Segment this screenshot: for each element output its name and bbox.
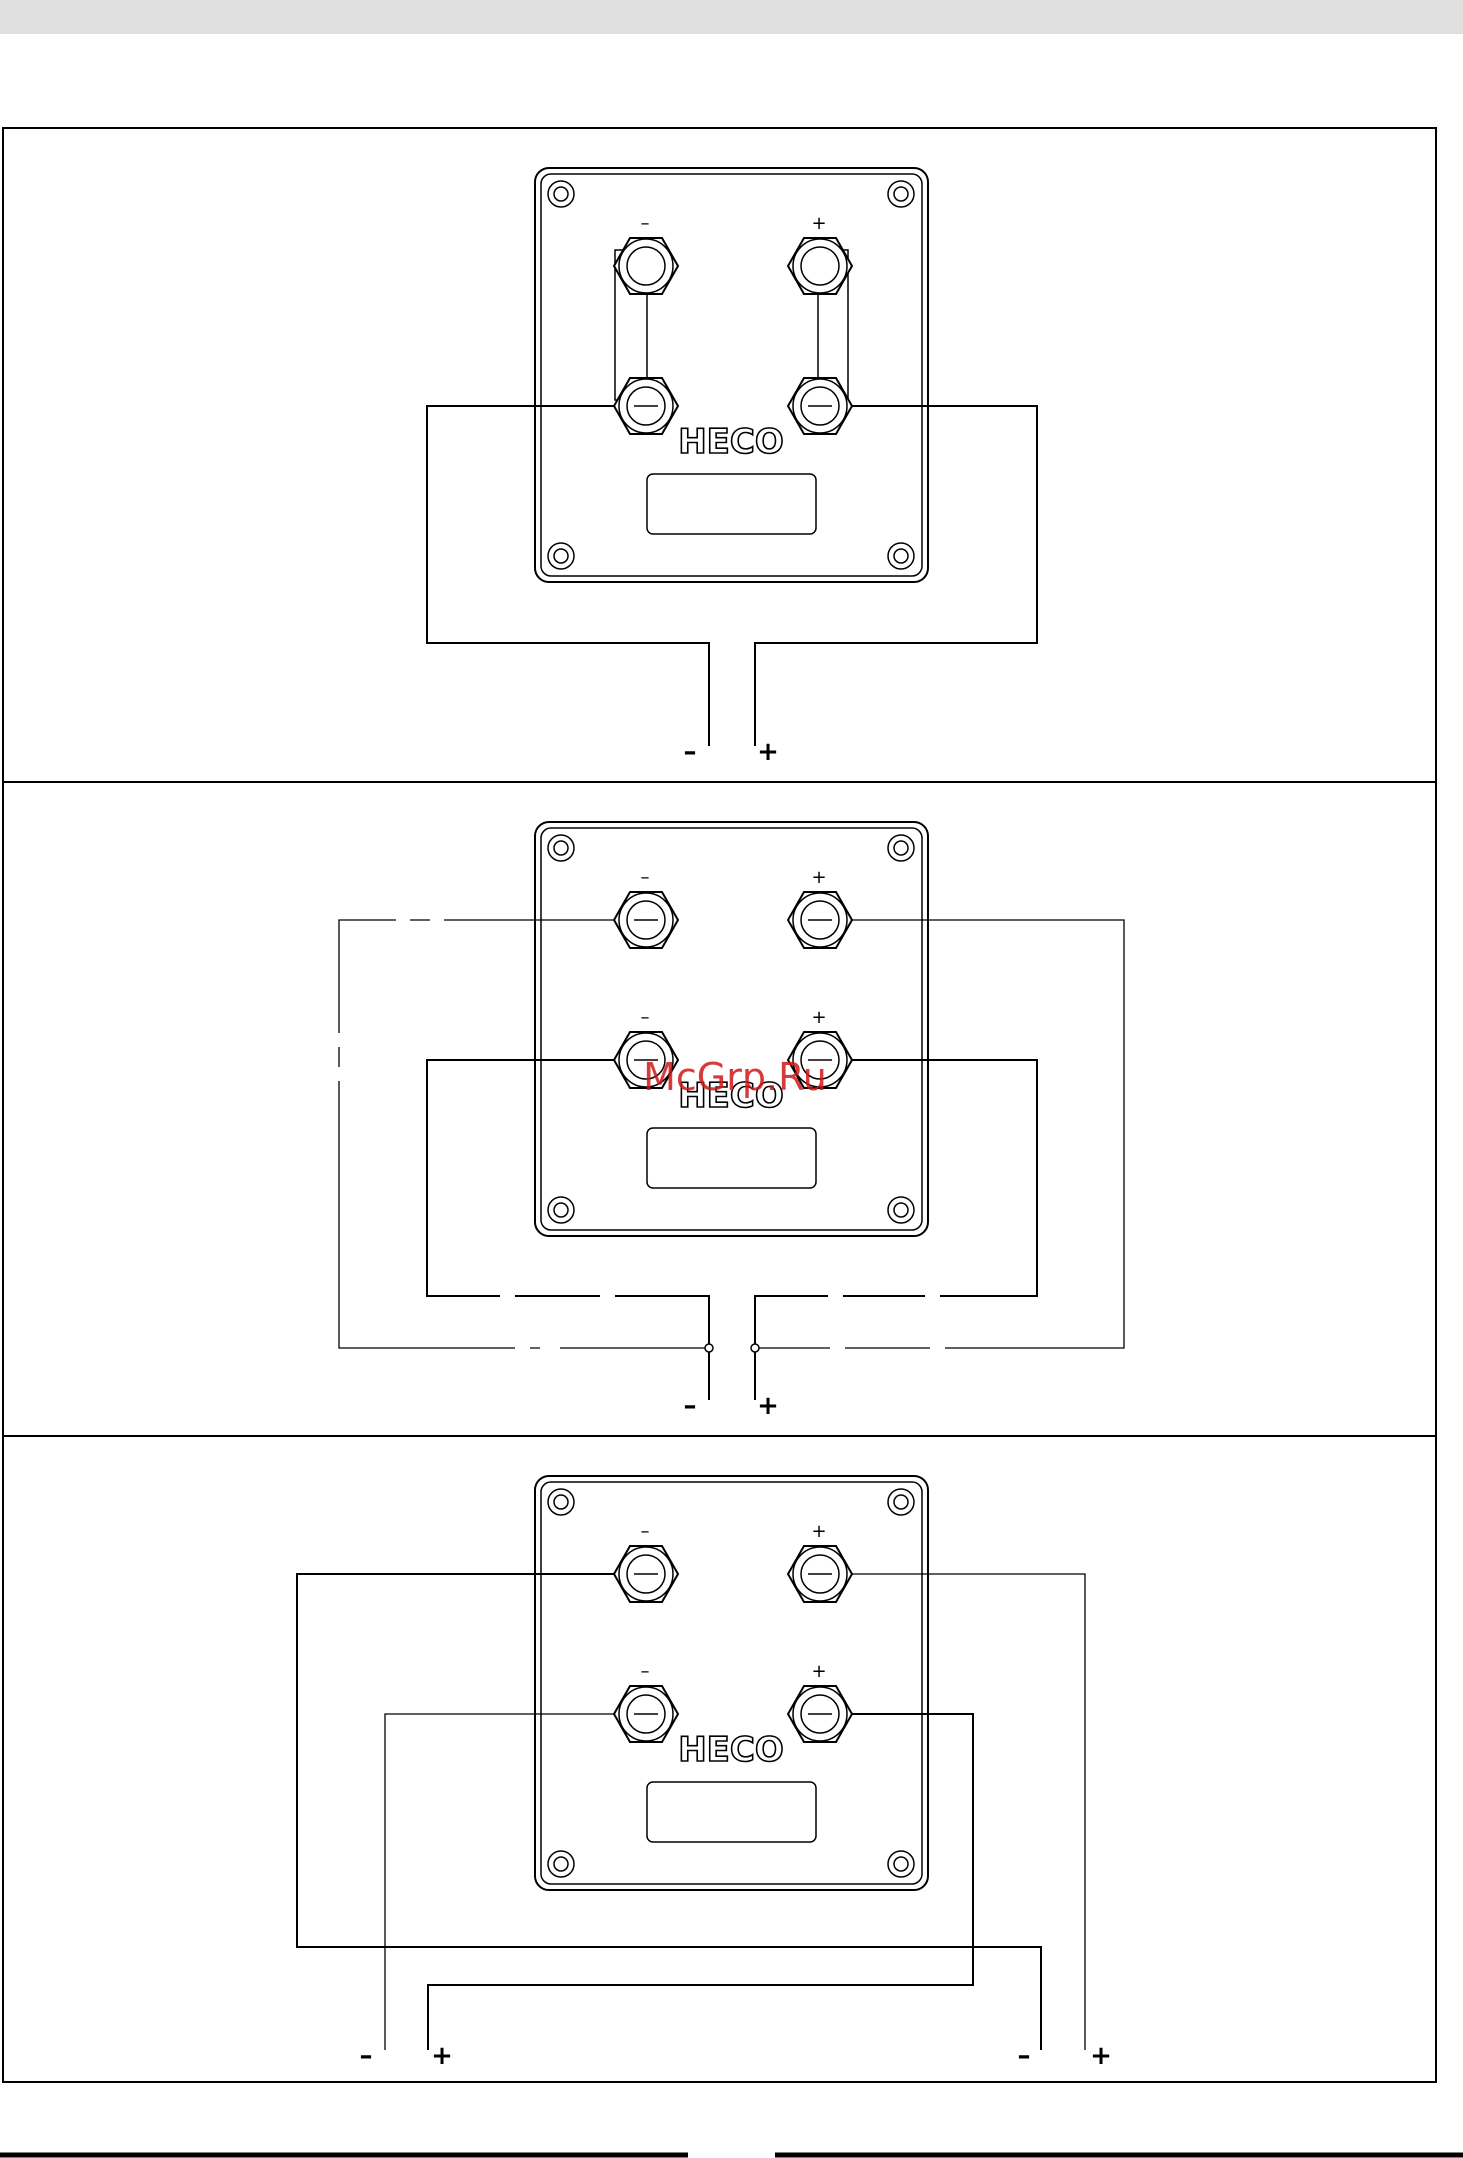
screw-icon [888, 1197, 914, 1223]
label-plate [647, 474, 816, 534]
panel-single-wire: HECO – + – + [427, 168, 1037, 767]
terminal-sign-minus: – [641, 1007, 650, 1028]
screw-icon [548, 1851, 574, 1877]
junction-minus [705, 1344, 713, 1352]
screw-icon [888, 835, 914, 861]
terminal-sign-minus: – [641, 867, 650, 888]
cable-upper-plus [755, 920, 1124, 1348]
terminal-icon [788, 1686, 852, 1742]
terminal-sign-minus: – [641, 213, 650, 234]
screw-icon [888, 543, 914, 569]
terminal-plate: HECO [535, 168, 928, 582]
terminal-sign-plus: + [811, 1007, 826, 1028]
terminal-plate: HECO [535, 822, 928, 1236]
lead-label-plus: + [757, 1391, 779, 1421]
lead-label-minus: – [684, 1391, 697, 1421]
terminal-sign-plus: + [811, 867, 826, 888]
screw-icon [548, 1197, 574, 1223]
cable-upper-minus [297, 1574, 1041, 2050]
terminal-icon [614, 378, 678, 434]
screw-icon [548, 543, 574, 569]
terminal-sign-minus: – [641, 1661, 650, 1682]
terminal-icon [614, 892, 678, 948]
brand-logo: HECO [678, 1730, 784, 1770]
terminal-sign-minus: – [641, 1521, 650, 1542]
label-plate [647, 1128, 816, 1188]
screw-icon [548, 181, 574, 207]
screw-icon [888, 1489, 914, 1515]
terminal-sign-plus: + [811, 1661, 826, 1682]
lead-label-minus: – [684, 737, 697, 767]
panel-bi-wire: HECO – + – + – + McGrp.Ru [339, 822, 1124, 1421]
screw-icon [548, 835, 574, 861]
cable-upper-plus [852, 1574, 1085, 2050]
lead-label-left-plus: + [431, 2041, 453, 2071]
label-plate [647, 1782, 816, 1842]
terminal-sign-plus: + [811, 213, 826, 234]
lead-label-plus: + [757, 737, 779, 767]
cable-upper-minus [339, 920, 709, 1348]
screw-icon [888, 181, 914, 207]
terminal-icon [614, 238, 678, 294]
brand-logo: HECO [678, 422, 784, 462]
terminal-icon [788, 378, 852, 434]
junction-plus [751, 1344, 759, 1352]
terminal-icon [614, 1686, 678, 1742]
terminal-icon [788, 1546, 852, 1602]
screw-icon [548, 1489, 574, 1515]
lead-label-right-minus: – [1018, 2041, 1031, 2071]
panel-bi-amp: HECO – + – + – + – + [297, 1476, 1112, 2071]
terminal-icon [788, 238, 852, 294]
terminal-sign-plus: + [811, 1521, 826, 1542]
screw-icon [888, 1851, 914, 1877]
lead-label-right-plus: + [1090, 2041, 1112, 2071]
cable-lower-minus [385, 1714, 614, 2050]
terminal-icon [788, 892, 852, 948]
terminal-icon [614, 1546, 678, 1602]
watermark: McGrp.Ru [643, 1055, 827, 1099]
terminal-plate: HECO [535, 1476, 928, 1890]
lead-label-left-minus: – [360, 2041, 373, 2071]
